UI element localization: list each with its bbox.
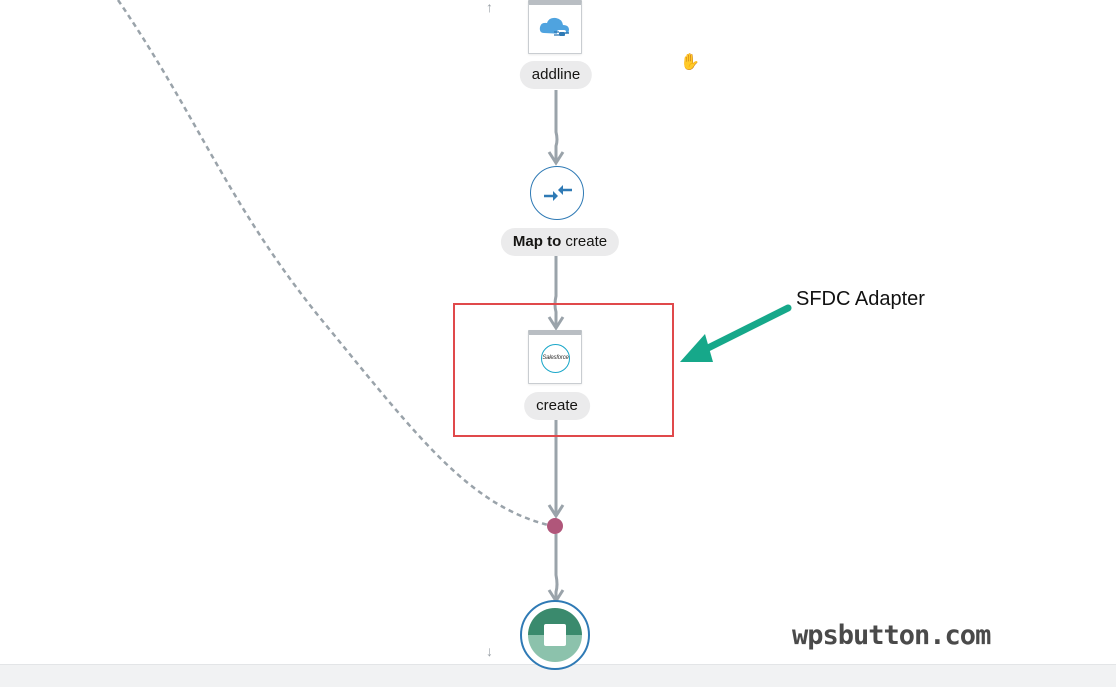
map-to-create-node[interactable] xyxy=(530,166,584,220)
arrowhead-to-map xyxy=(547,151,565,166)
map-arrows-icon xyxy=(544,185,572,201)
connector-addline-to-map xyxy=(554,90,559,160)
branch-dashed-connector xyxy=(116,0,549,527)
merge-point-dot xyxy=(547,518,563,534)
arrowhead-to-create xyxy=(547,316,565,331)
annotation-arrow-head xyxy=(680,334,713,362)
map-to-create-label[interactable]: Map to create xyxy=(500,228,620,256)
scroll-down-icon[interactable]: ↓ xyxy=(486,643,493,659)
connector-merge-to-end xyxy=(554,534,559,600)
watermark: wpsbutton.com xyxy=(792,620,991,651)
salesforce-create-label[interactable]: create xyxy=(524,392,590,420)
scroll-up-icon[interactable]: ↑ xyxy=(486,0,493,15)
hand-cursor-icon: ✋ xyxy=(680,54,700,71)
annotation-highlight-box xyxy=(453,303,674,437)
annotation-arrow-shaft xyxy=(696,304,792,356)
salesforce-logo-icon: Salesforce xyxy=(541,344,570,373)
addline-node-label[interactable]: addline xyxy=(519,61,593,89)
cloud-rest-adapter-icon xyxy=(539,17,569,37)
addline-invoke-node[interactable] xyxy=(528,0,582,54)
end-node-fill xyxy=(528,608,582,662)
end-node[interactable] xyxy=(520,600,590,670)
stop-square-icon xyxy=(544,624,566,646)
map-label-rest: create xyxy=(561,233,608,250)
salesforce-create-node[interactable]: Salesforce xyxy=(528,330,582,384)
arrowhead-to-merge xyxy=(547,504,565,519)
annotation-label: SFDC Adapter xyxy=(796,288,925,310)
map-label-bold: Map to xyxy=(512,233,562,250)
